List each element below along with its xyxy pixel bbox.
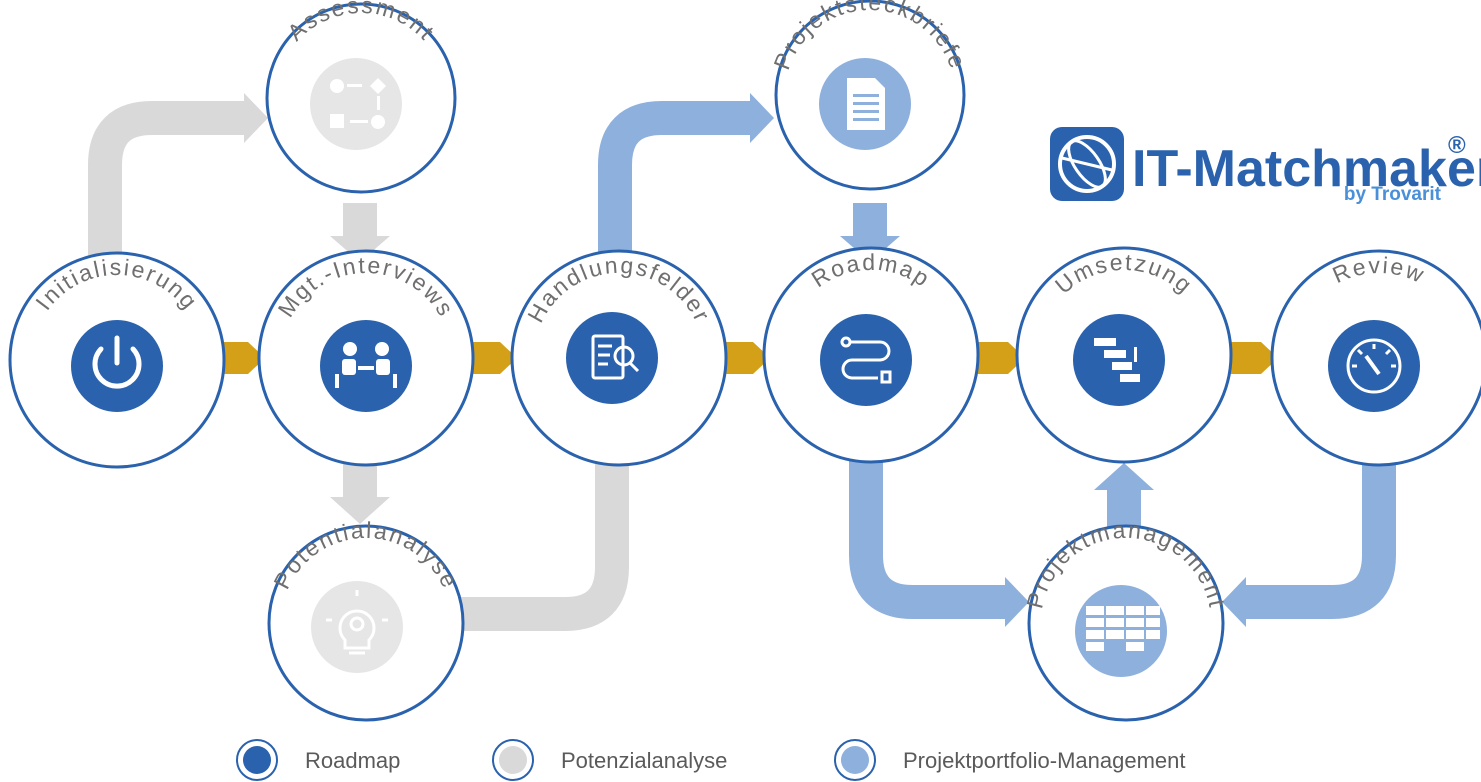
arrowhead-to-pm-right (1222, 577, 1246, 627)
connector-init-assessment (88, 101, 250, 270)
interview-icon (335, 342, 397, 388)
arrow-assessment-mgt (330, 203, 390, 262)
node-review: Review (1270, 249, 1481, 467)
route-icon (840, 336, 892, 384)
legend-swatch-roadmap (243, 746, 271, 774)
connector-hand-projekt (598, 101, 755, 268)
node-roadmap: Roadmap (762, 246, 980, 464)
power-icon (92, 335, 142, 389)
node-assessment: Assessment (265, 0, 457, 194)
legend-item-roadmap: Roadmap (236, 739, 400, 781)
document-icon (847, 78, 885, 130)
connector-review-pm (1240, 458, 1396, 619)
brand-byline: by Trovarit (1344, 184, 1442, 205)
gantt-icon (1094, 338, 1140, 382)
flowchart-icon (330, 78, 386, 129)
brand-name: IT-Matchmaker (1132, 140, 1481, 198)
potential-connectors (88, 93, 629, 631)
arrowhead-to-pm (1005, 577, 1029, 627)
legend-label-roadmap: Roadmap (305, 748, 400, 773)
connector-potential-handlungsfelder (455, 460, 629, 631)
legend-swatch-potenzialanalyse (499, 746, 527, 774)
grid-plan-icon (1086, 606, 1160, 651)
brand-registered-mark: ® (1448, 132, 1466, 159)
node-initialisierung: Initialisierung (8, 251, 226, 469)
node-projektsteckbriefe: Projektsteckbriefe (768, 0, 970, 191)
checklist-search-icon (591, 334, 640, 380)
node-projektmanagement: Projektmanagement (1021, 517, 1229, 722)
legend-item-projektportfolio: Projektportfolio-Management (834, 739, 1185, 781)
gauge-icon (1346, 338, 1402, 394)
legend: Roadmap Potenzialanalyse Projektportfoli… (236, 739, 1185, 781)
arrowhead-to-assessment (244, 93, 268, 143)
arrow-pm-umsetzung (1094, 463, 1154, 530)
brand-logo: IT-Matchmaker ® by Trovarit (1050, 127, 1481, 205)
node-potentialanalyse: Potentialanalyse (267, 517, 465, 722)
lightbulb-icon (326, 590, 388, 655)
legend-label-potenzialanalyse: Potenzialanalyse (561, 748, 727, 773)
arrow-projekt-roadmap (840, 203, 900, 262)
node-mgt-interviews: Mgt.-Interviews (257, 249, 475, 467)
portfolio-connectors (598, 93, 1396, 627)
node-umsetzung: Umsetzung (1015, 246, 1233, 464)
legend-label-projektportfolio: Projektportfolio-Management (903, 748, 1185, 773)
node-handlungsfelder: Handlungsfelder (510, 249, 728, 467)
connector-roadmap-pm (849, 458, 1010, 619)
arrow-mgt-potential (330, 460, 390, 524)
arrowhead-to-projekt (750, 93, 774, 143)
legend-swatch-projektportfolio (841, 746, 869, 774)
legend-item-potenzialanalyse: Potenzialanalyse (492, 739, 727, 781)
globe-logo-icon (1050, 127, 1124, 201)
